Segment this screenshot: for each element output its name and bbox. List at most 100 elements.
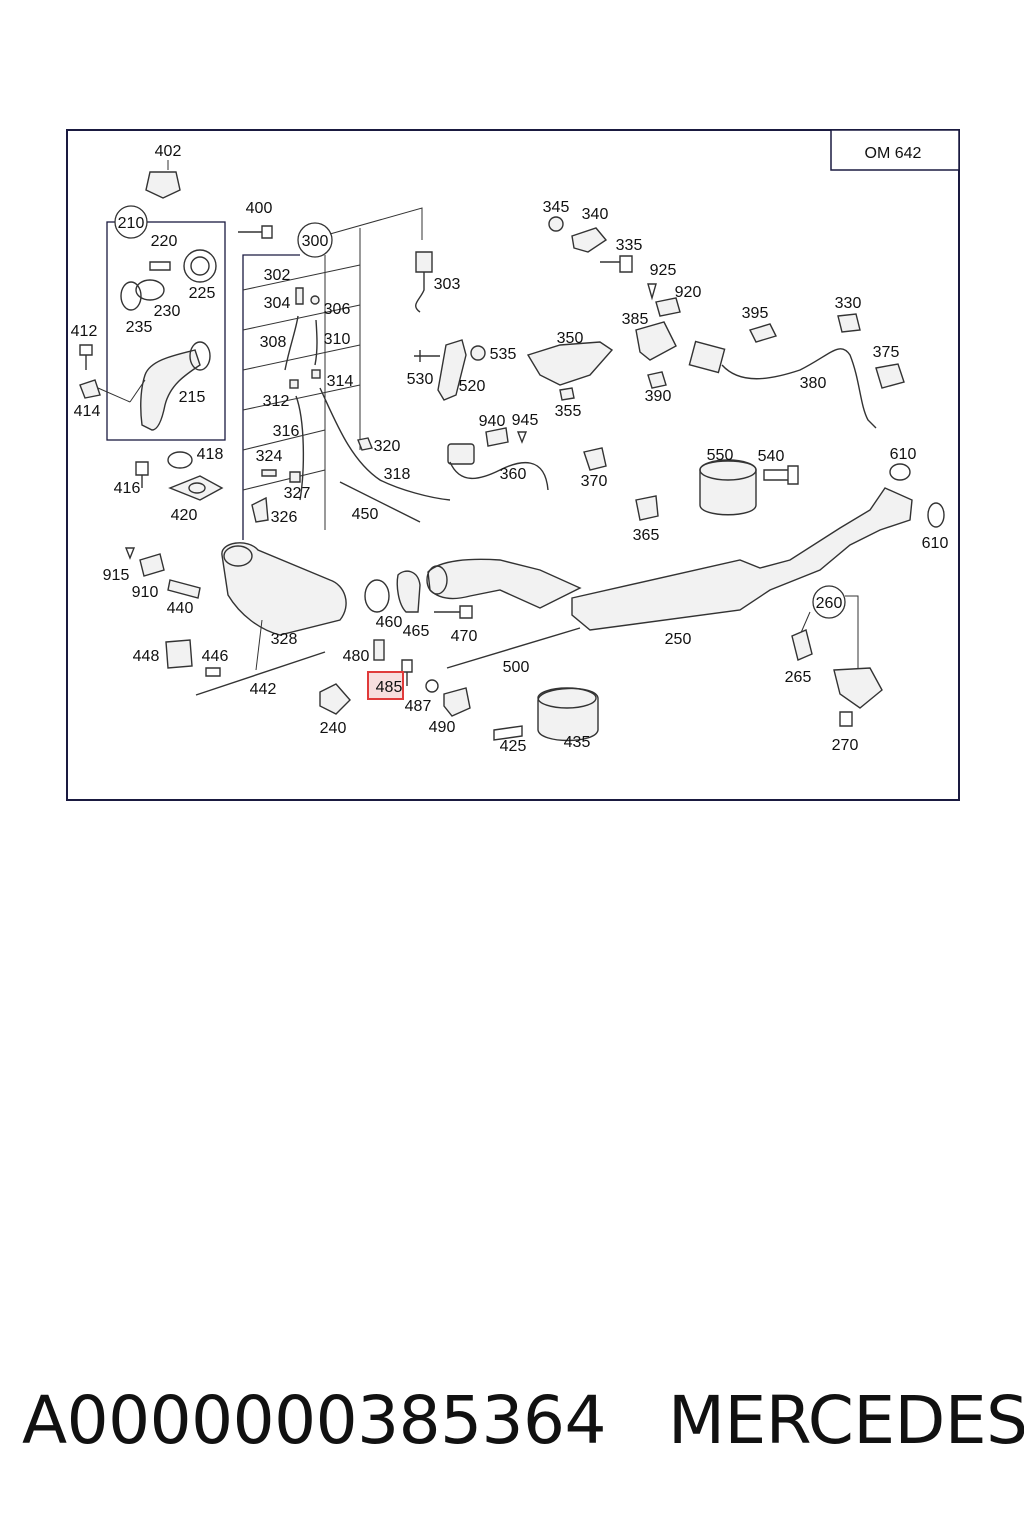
label-535: 535 [490, 346, 517, 363]
part-385-bracket [635, 321, 677, 361]
label-215: 215 [179, 389, 206, 406]
part-355-nut [559, 387, 575, 401]
label-480: 480 [343, 648, 370, 665]
label-435: 435 [564, 734, 591, 751]
label-345: 345 [543, 199, 570, 216]
brand-text: MERCEDES [668, 1382, 1024, 1459]
group-210-circle [114, 205, 148, 239]
part-490-bracket [443, 687, 471, 717]
label-355: 355 [555, 403, 582, 420]
group-260-circle [812, 585, 846, 619]
label-442: 442 [250, 681, 277, 698]
part-418-ring [167, 451, 193, 469]
label-550: 550 [707, 447, 734, 464]
label-260: 260 [816, 595, 843, 612]
label-300: 300 [302, 233, 329, 250]
part-326-bracket [251, 496, 269, 523]
part-487-bolt [401, 659, 413, 686]
label-420: 420 [171, 507, 198, 524]
part-450-rod [339, 481, 421, 523]
label-490: 490 [429, 719, 456, 736]
part-375-clip [875, 363, 905, 389]
label-312: 312 [263, 393, 290, 410]
part-265-hanger [791, 629, 813, 661]
label-328: 328 [271, 631, 298, 648]
part-220-screw [149, 261, 171, 271]
part-370-clip [583, 447, 607, 471]
label-308: 308 [260, 334, 287, 351]
label-390: 390 [645, 388, 672, 405]
part-500-rod [446, 627, 581, 669]
label-365: 365 [633, 527, 660, 544]
part-number-text: A0000000385364 [22, 1382, 607, 1459]
part-925 [647, 283, 657, 301]
label-370: 370 [581, 473, 608, 490]
part-360-cable [449, 461, 549, 491]
label-440: 440 [167, 600, 194, 617]
part-610-clamp-a [889, 463, 911, 481]
part-303-sensor [415, 251, 433, 273]
part-520-bracket [437, 339, 467, 401]
label-235: 235 [126, 319, 153, 336]
group-300-bracket [242, 254, 300, 540]
footer: A0000000385364 MERCEDES [22, 1382, 1024, 1459]
part-230-gasket [135, 279, 165, 301]
label-412: 412 [71, 323, 98, 340]
label-303: 303 [434, 276, 461, 293]
label-324: 324 [256, 448, 283, 465]
label-915: 915 [103, 567, 130, 584]
label-302: 302 [264, 267, 291, 284]
label-414: 414 [74, 403, 101, 420]
part-940 [485, 427, 509, 447]
part-250-muffler [571, 487, 913, 631]
part-910 [139, 553, 165, 577]
part-312-cap [289, 379, 299, 389]
part-915 [124, 547, 136, 560]
engine-code-label: OM 642 [865, 145, 922, 162]
part-350-shield [526, 341, 614, 386]
label-460: 460 [376, 614, 403, 631]
part-402-flange [145, 171, 181, 199]
part-215-pipe [140, 349, 201, 431]
label-925: 925 [650, 262, 677, 279]
group-300-lead [329, 207, 423, 240]
label-350: 350 [557, 330, 584, 347]
label-265: 265 [785, 669, 812, 686]
label-940: 940 [479, 413, 506, 430]
label-530: 530 [407, 371, 434, 388]
label-310: 310 [324, 331, 351, 348]
part-306-cap [310, 295, 320, 305]
part-345-nut [548, 216, 564, 232]
label-270: 270 [832, 737, 859, 754]
part-395-connector [749, 323, 777, 343]
label-326: 326 [271, 509, 298, 526]
part-446-bolt [205, 667, 221, 677]
label-485: 485 [376, 679, 403, 696]
label-340: 340 [582, 206, 609, 223]
part-260-bracket [833, 667, 883, 709]
label-540: 540 [758, 448, 785, 465]
part-225-clamp [183, 249, 217, 283]
part-920 [655, 297, 681, 317]
part-dpf-unit [221, 542, 347, 636]
part-302-sensor [295, 287, 304, 305]
label-314: 314 [327, 373, 354, 390]
part-335-bolt [600, 255, 633, 273]
label-395: 395 [742, 305, 769, 322]
label-327: 327 [284, 485, 311, 502]
label-240: 240 [320, 720, 347, 737]
part-400-bolt [238, 225, 273, 239]
label-945: 945 [512, 412, 539, 429]
label-385: 385 [622, 311, 649, 328]
label-470: 470 [451, 628, 478, 645]
part-465-flange [396, 570, 421, 613]
label-610b: 610 [922, 535, 949, 552]
engine-code-box [830, 129, 960, 171]
label-402: 402 [155, 143, 182, 160]
part-labels: 402 400 210 220 225 230 235 412 414 215 … [71, 143, 949, 755]
label-306: 306 [324, 301, 351, 318]
label-230: 230 [154, 303, 181, 320]
part-535-nut [470, 345, 486, 361]
part-945 [516, 431, 528, 444]
